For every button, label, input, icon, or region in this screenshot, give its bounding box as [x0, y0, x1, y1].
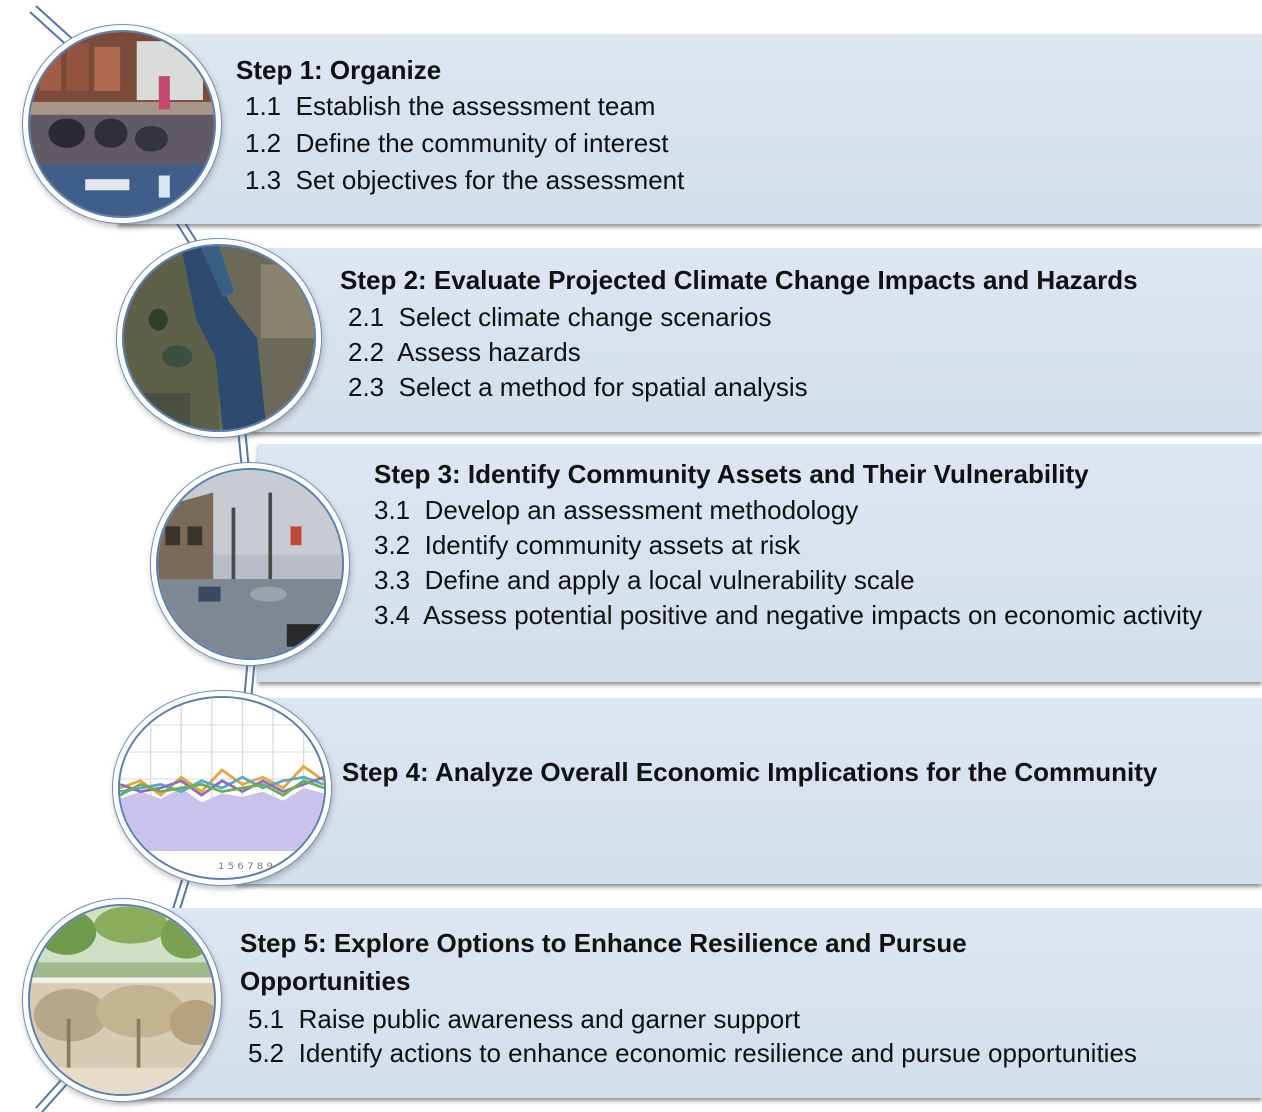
- step-item: 5.1 Raise public awareness and garner su…: [248, 1002, 1250, 1036]
- step-item-text: Identify actions to enhance economic res…: [298, 1038, 1137, 1068]
- step-2-text: Step 2: Evaluate Projected Climate Chang…: [340, 262, 1138, 405]
- step-2-title: Step 2: Evaluate Projected Climate Chang…: [340, 265, 1138, 295]
- step-item-text: Define the community of interest: [295, 128, 669, 158]
- step-item: 3.4 Assess potential positive and negati…: [360, 598, 1234, 633]
- step-item-number: 1.3: [245, 165, 282, 195]
- flooded-street-photo-icon: [158, 470, 342, 658]
- meeting-photo-icon: [30, 32, 214, 216]
- step-item: 3.1 Develop an assessment methodology: [374, 493, 1234, 528]
- step-item-text: Define and apply a local vulnerability s…: [424, 565, 915, 595]
- step-item-text: Develop an assessment methodology: [424, 495, 859, 525]
- step-item-number: 2.3: [348, 372, 385, 402]
- step-item-text: Identify community assets at risk: [424, 530, 801, 560]
- step-5-text: Step 5: Explore Options to Enhance Resil…: [240, 924, 1250, 1070]
- step-4-chart: 1 5 6 7 8 9: [118, 696, 326, 880]
- step-5-photo: [28, 904, 216, 1096]
- line-chart-thumbnail-icon: 1 5 6 7 8 9: [120, 698, 324, 878]
- step-item-number: 3.4: [374, 600, 411, 630]
- step-5-panel: [116, 908, 1262, 1098]
- step-item-number: 2.2: [348, 337, 385, 367]
- step-5-title: Step 5: Explore Options to Enhance Resil…: [240, 928, 967, 996]
- step-3-text: Step 3: Identify Community Assets and Th…: [374, 456, 1234, 633]
- step-item-number: 5.1: [248, 1004, 285, 1034]
- step-item-text: Assess potential positive and negative i…: [423, 600, 1203, 630]
- step-item-text: Set objectives for the assessment: [295, 165, 685, 195]
- step-item: 2.3 Select a method for spatial analysis: [348, 370, 1138, 405]
- step-4-text: Step 4: Analyze Overall Economic Implica…: [342, 754, 1182, 790]
- step-item: 3.3 Define and apply a local vulnerabili…: [374, 563, 1234, 598]
- step-item-text: Select climate change scenarios: [398, 302, 772, 332]
- step-3-title: Step 3: Identify Community Assets and Th…: [374, 459, 1089, 489]
- step-item: 1.1 Establish the assessment team: [245, 88, 684, 125]
- step-2-panel: [230, 248, 1262, 432]
- step-1-photo: [28, 30, 216, 218]
- step-item: 2.2 Assess hazards: [348, 335, 1138, 370]
- step-item-number: 1.2: [245, 128, 282, 158]
- step-item: 3.2 Identify community assets at risk: [374, 528, 1234, 563]
- step-item: 5.2 Identify actions to enhance economic…: [248, 1036, 1250, 1070]
- step-3-photo: [156, 468, 344, 660]
- step-item-number: 1.1: [245, 91, 282, 121]
- step-item-number: 2.1: [348, 302, 385, 332]
- step-item-number: 3.1: [374, 495, 411, 525]
- step-item: 2.1 Select climate change scenarios: [348, 300, 1138, 335]
- step-item-number: 5.2: [248, 1038, 285, 1068]
- step-item-text: Select a method for spatial analysis: [398, 372, 808, 402]
- step-1-text: Step 1: Organize 1.1 Establish the asses…: [236, 52, 684, 199]
- step-4-title: Step 4: Analyze Overall Economic Implica…: [342, 757, 1158, 787]
- step-1-title: Step 1: Organize: [236, 55, 442, 85]
- step-item-text: Raise public awareness and garner suppor…: [298, 1004, 801, 1034]
- step-item-number: 3.2: [374, 530, 411, 560]
- step-3-panel: [258, 444, 1262, 682]
- chart-thumbnail-ticks: 1 5 6 7 8 9: [218, 862, 273, 872]
- step-item-text: Establish the assessment team: [295, 91, 656, 121]
- step-item-number: 3.3: [374, 565, 411, 595]
- step-item-text: Assess hazards: [397, 337, 581, 367]
- step-item: 1.3 Set objectives for the assessment: [245, 162, 684, 199]
- step-4-panel: [236, 698, 1262, 884]
- step-2-photo: [122, 244, 316, 432]
- step-1-panel: [118, 34, 1262, 224]
- satellite-map-photo-icon: [124, 246, 314, 430]
- tree-lined-path-photo-icon: [30, 906, 214, 1094]
- step-item: 1.2 Define the community of interest: [245, 125, 684, 162]
